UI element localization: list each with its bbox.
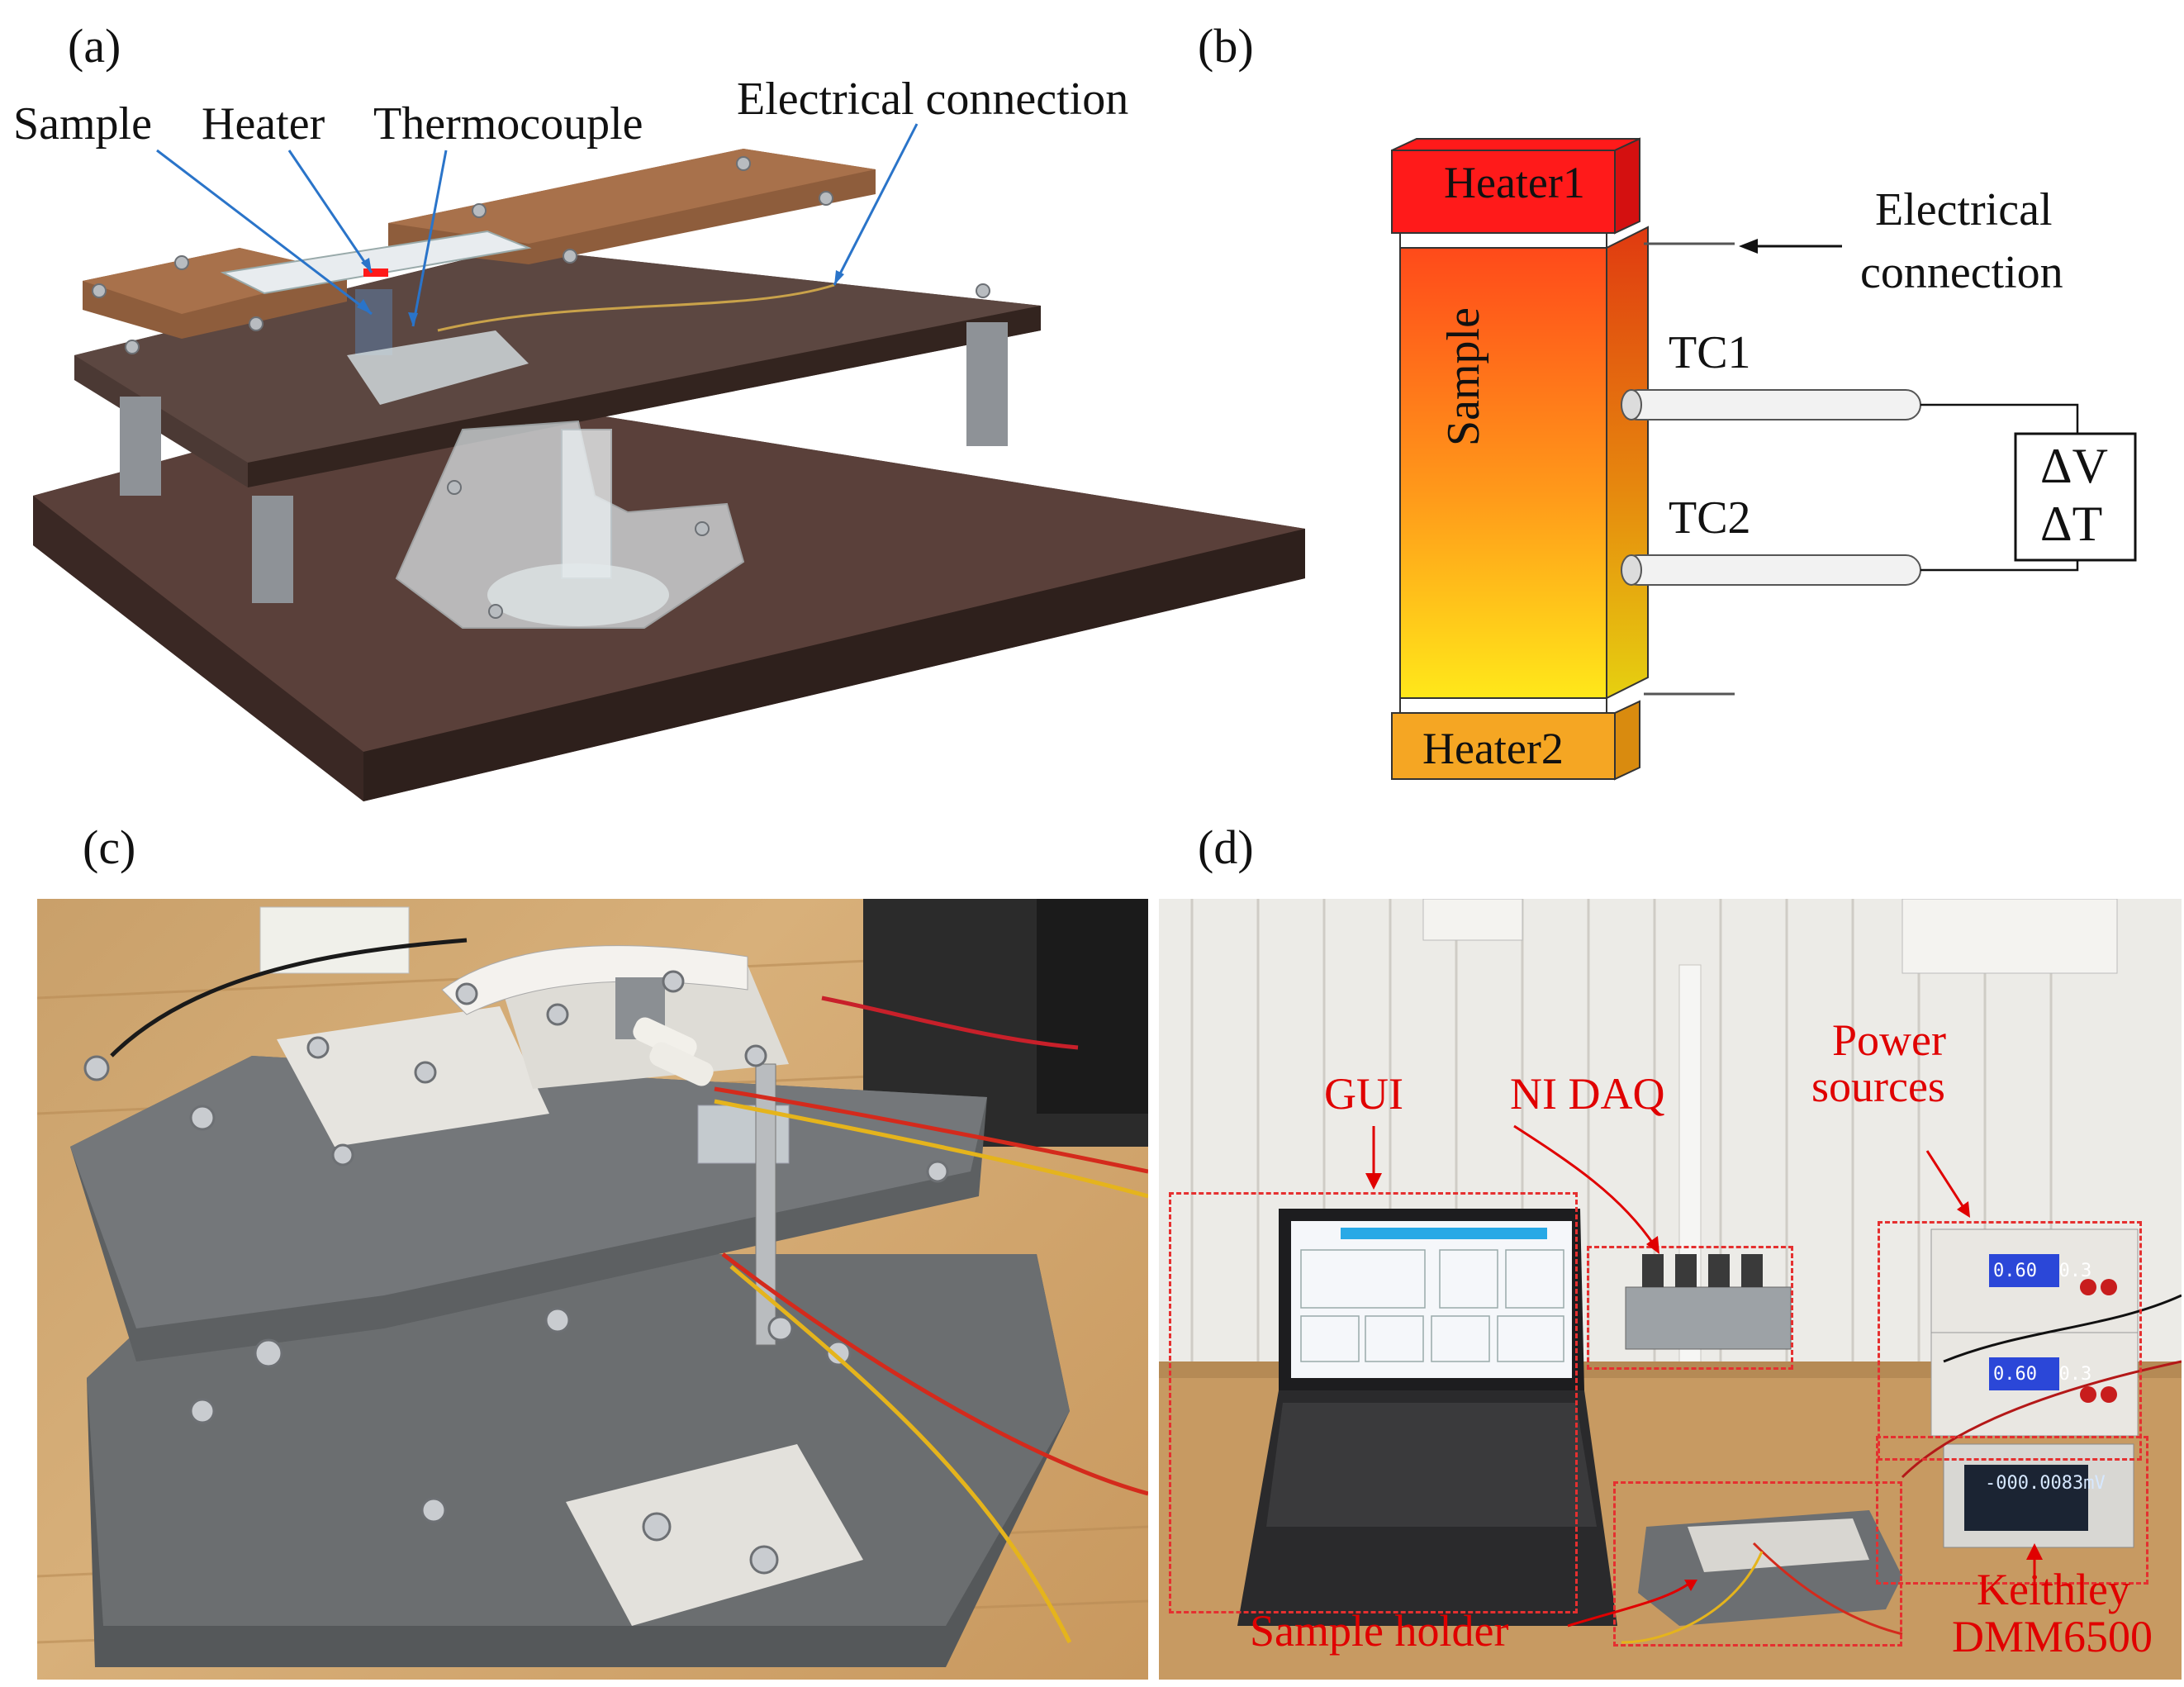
arrow-power: [1925, 1150, 1966, 1209]
ni-daq-box: [1625, 1286, 1792, 1350]
acrylic-piece: [347, 330, 529, 405]
power-sources-box: [1878, 1221, 2142, 1461]
arrow-thermocouple: [411, 150, 448, 327]
gui-box: [1169, 1192, 1578, 1613]
electrical-label-line2: connection: [1860, 247, 2063, 298]
panel-d-photo: -000.0083mV 0.60 0.3 0.60 0.3 GUI NI DAQ…: [1159, 899, 2182, 1680]
heater2-label: Heater2: [1422, 724, 1564, 773]
power-sources-label-line2: sources: [1811, 1062, 1945, 1111]
heater1-block: [1391, 150, 1616, 234]
clamp-bar: [220, 230, 532, 295]
pad-left: [277, 1006, 549, 1147]
leg: [120, 397, 161, 496]
arrow-electrical: [833, 123, 919, 286]
gui-label: GUI: [1324, 1069, 1403, 1119]
psu-readout-bottom: 0.60 0.3: [1993, 1364, 2092, 1385]
meter-box: [2014, 432, 2137, 562]
thermocouple-wire: [437, 283, 835, 332]
arrow-ni-daq: [1513, 1124, 1656, 1247]
leg: [252, 496, 293, 603]
keithley-label-line1: Keithley: [1977, 1565, 2130, 1614]
label-thermocouple: Thermocouple: [373, 98, 643, 150]
delta-v-label: ΔV: [2040, 439, 2108, 493]
panel-d-letter: (d): [1198, 820, 1254, 874]
sample-column: [1399, 247, 1607, 699]
arrow-sample-holder: [1567, 1583, 1688, 1628]
ni-daq-box-outline: [1587, 1246, 1793, 1370]
heater1-top: [1391, 138, 1640, 151]
label-electrical-connection: Electrical connection: [737, 74, 1129, 125]
electrical-label-line1: Electrical: [1875, 184, 2053, 235]
label-heater: Heater: [202, 98, 325, 150]
delta-t-label: ΔT: [2040, 497, 2103, 551]
panel-a-letter: (a): [68, 19, 121, 73]
keithley-label-line2: DMM6500: [1952, 1612, 2153, 1661]
arrow-sample: [156, 149, 373, 316]
dmm-readout: -000.0083mV: [1985, 1473, 2106, 1494]
arrow-heater: [287, 150, 373, 273]
ni-daq-label: NI DAQ: [1510, 1069, 1665, 1119]
label-sample: Sample: [13, 98, 152, 150]
panel-c-letter: (c): [83, 820, 136, 874]
panel-b-letter: (b): [1198, 19, 1254, 73]
tc1-probe: [1621, 389, 1921, 421]
sample-block: [355, 289, 392, 355]
tc1-label: TC1: [1669, 327, 1751, 378]
pad-bottom: [566, 1444, 863, 1626]
tc2-probe: [1621, 554, 1921, 586]
heater-strip: [363, 268, 388, 277]
sample-holder-label: Sample holder: [1250, 1606, 1509, 1656]
psu-readout-top: 0.60 0.3: [1993, 1261, 2092, 1281]
keithley-box: [1876, 1436, 2148, 1585]
sample-label: Sample: [1438, 307, 1489, 446]
leg: [966, 322, 1008, 446]
heater1-label: Heater1: [1444, 158, 1585, 207]
tc2-label: TC2: [1669, 492, 1751, 544]
power-sources-label-line1: Power: [1832, 1015, 1946, 1065]
panel-c-photo: [37, 899, 1148, 1680]
sample-holder-box: [1613, 1481, 1902, 1647]
acrylic-block: [561, 429, 612, 579]
